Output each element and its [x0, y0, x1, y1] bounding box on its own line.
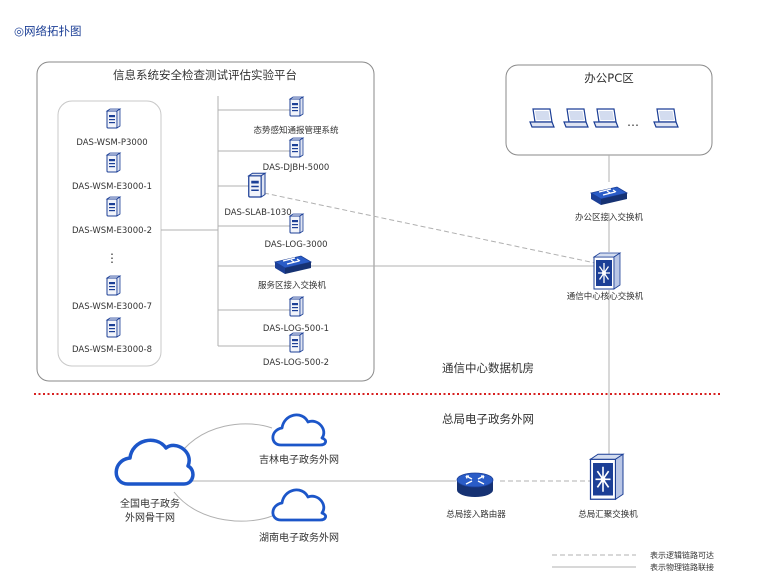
server-icon — [289, 296, 304, 317]
lab-platform-title: 信息系统安全检查测试评估实验平台 — [113, 68, 297, 82]
agg-switch-label: 总局汇聚交换机 — [578, 509, 638, 520]
server-icon — [106, 108, 121, 129]
datacenter-label: 通信中心数据机房 — [442, 361, 534, 375]
device-label: DAS-DJBH-5000 — [263, 163, 330, 173]
legend-physical-label: 表示物理链路联接 — [650, 562, 714, 572]
legend: 表示逻辑链路可达 表示物理链路联接 — [552, 550, 714, 572]
device-label: 服务区接入交换机 — [258, 280, 327, 291]
device-label: DAS-LOG-500-2 — [263, 358, 329, 368]
device-label: DAS-WSM-E3000-2 — [72, 226, 152, 236]
server-icon — [289, 213, 304, 234]
server-icon — [106, 152, 121, 173]
agg-switch-icon — [589, 453, 624, 501]
office-switch-icon — [590, 186, 628, 206]
router-icon — [456, 472, 494, 498]
lab-right-devices: 态势感知通报管理系统 DAS-DJBH-5000 DAS-SLAB-1030 D… — [224, 96, 339, 368]
device-label: DAS-WSM-E3000-1 — [72, 182, 152, 192]
server-icon — [289, 137, 304, 158]
govnet-label: 总局电子政务外网 — [442, 412, 534, 426]
jilin-cloud-icon — [271, 413, 327, 447]
lab-left-devices: DAS-WSM-P3000 DAS-WSM-E3000-1 DAS-WSM-E3… — [72, 108, 152, 355]
physical-links — [161, 96, 610, 522]
core-switch-icon — [593, 252, 621, 290]
office-pc-title: 办公PC区 — [584, 71, 633, 85]
core-switch-label: 通信中心核心交换机 — [567, 291, 644, 302]
office-pcs: … — [529, 108, 679, 129]
national-cloud-label-1: 全国电子政务 — [120, 497, 180, 510]
logical-slab-core — [263, 192, 601, 265]
device-label: DAS-LOG-500-1 — [263, 324, 329, 334]
link-national-hunan — [173, 491, 273, 522]
device-label: DAS-LOG-3000 — [264, 240, 327, 250]
hunan-cloud-icon — [271, 488, 327, 522]
server-icon — [289, 96, 304, 117]
server-icon — [289, 332, 304, 353]
lab-device-group — [57, 100, 162, 367]
jilin-cloud-label: 吉林电子政务外网 — [259, 453, 339, 466]
device-label: 态势感知通报管理系统 — [253, 125, 339, 136]
page-title: ◎网络拓扑图 — [14, 24, 82, 38]
hunan-cloud-label: 湖南电子政务外网 — [259, 531, 339, 544]
server-icon — [248, 172, 266, 198]
device-label: DAS-WSM-P3000 — [76, 138, 147, 148]
national-cloud-icon — [114, 438, 195, 486]
server-icon — [106, 317, 121, 338]
server-icon — [106, 275, 121, 296]
server-icon — [106, 196, 121, 217]
office-switch-label: 办公区接入交换机 — [575, 212, 644, 223]
national-cloud-label-2: 外网骨干网 — [125, 512, 175, 524]
logical-links — [263, 192, 601, 482]
device-label: DAS-SLAB-1030 — [224, 208, 291, 218]
legend-logical-label: 表示逻辑链路可达 — [650, 550, 714, 560]
ellipsis-horizontal: … — [627, 115, 639, 129]
ellipsis-vertical: ⋮ — [106, 251, 118, 265]
router-label: 总局接入路由器 — [446, 509, 506, 520]
device-label: DAS-WSM-E3000-7 — [72, 302, 152, 312]
device-label: DAS-WSM-E3000-8 — [72, 345, 152, 355]
